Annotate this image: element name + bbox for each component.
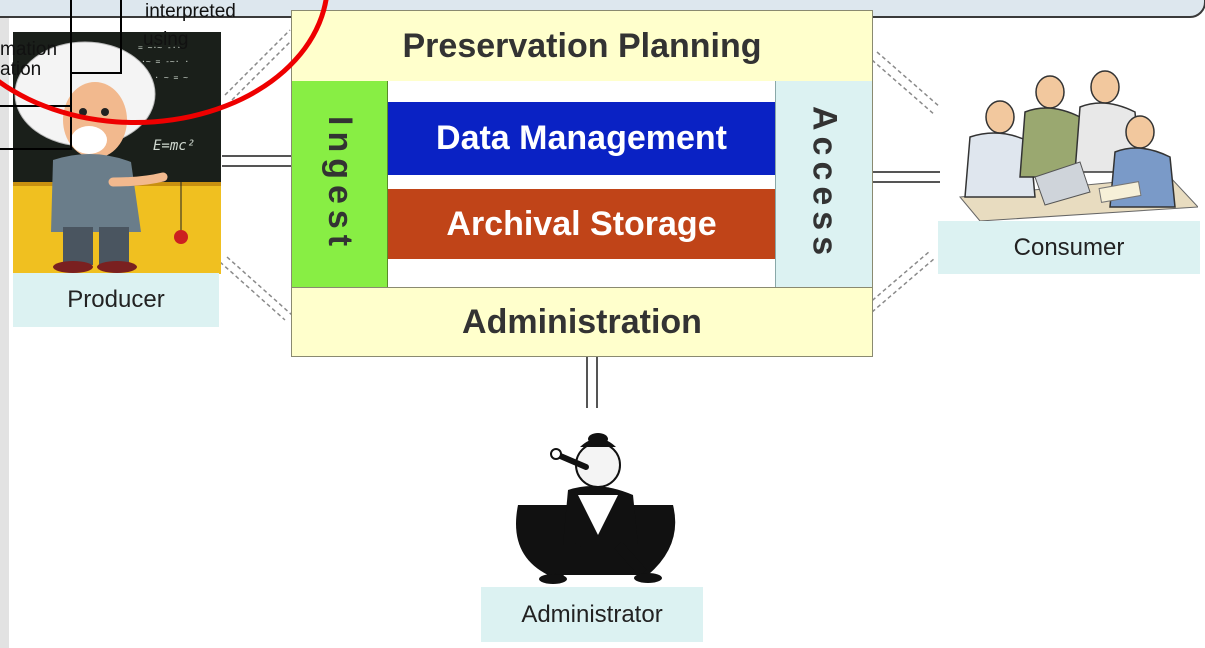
consumer-label: Consumer: [1013, 233, 1125, 261]
preservation-planning-label: Preservation Planning: [402, 26, 762, 65]
data-management-label: Data Management: [436, 119, 727, 157]
producer-label: Producer: [67, 286, 165, 313]
ingest-label: Ingest: [321, 115, 359, 253]
consumer-illustration: [940, 57, 1198, 221]
archival-storage-box: Archival Storage: [388, 189, 775, 259]
administrator-label: Administrator: [521, 600, 663, 628]
callout-frame-line: [0, 105, 72, 107]
producer-label-box: Producer: [13, 273, 219, 327]
access-box: Access: [775, 81, 872, 287]
access-label: Access: [805, 106, 844, 262]
callout-frame-line: [0, 148, 72, 150]
administrator-label-box: Administrator: [481, 587, 703, 642]
consumer-label-box: Consumer: [938, 221, 1200, 274]
data-management-box: Data Management: [388, 102, 775, 175]
ingest-box: Ingest: [292, 81, 388, 287]
administration-box: Administration: [292, 287, 872, 356]
svg-text:E=mc²: E=mc²: [153, 138, 195, 154]
preservation-planning-box: Preservation Planning: [292, 11, 872, 81]
archival-storage-label: Archival Storage: [446, 204, 717, 243]
administrator-illustration: [498, 425, 688, 587]
left-edge-strip: [0, 0, 9, 648]
administration-label: Administration: [462, 302, 702, 341]
